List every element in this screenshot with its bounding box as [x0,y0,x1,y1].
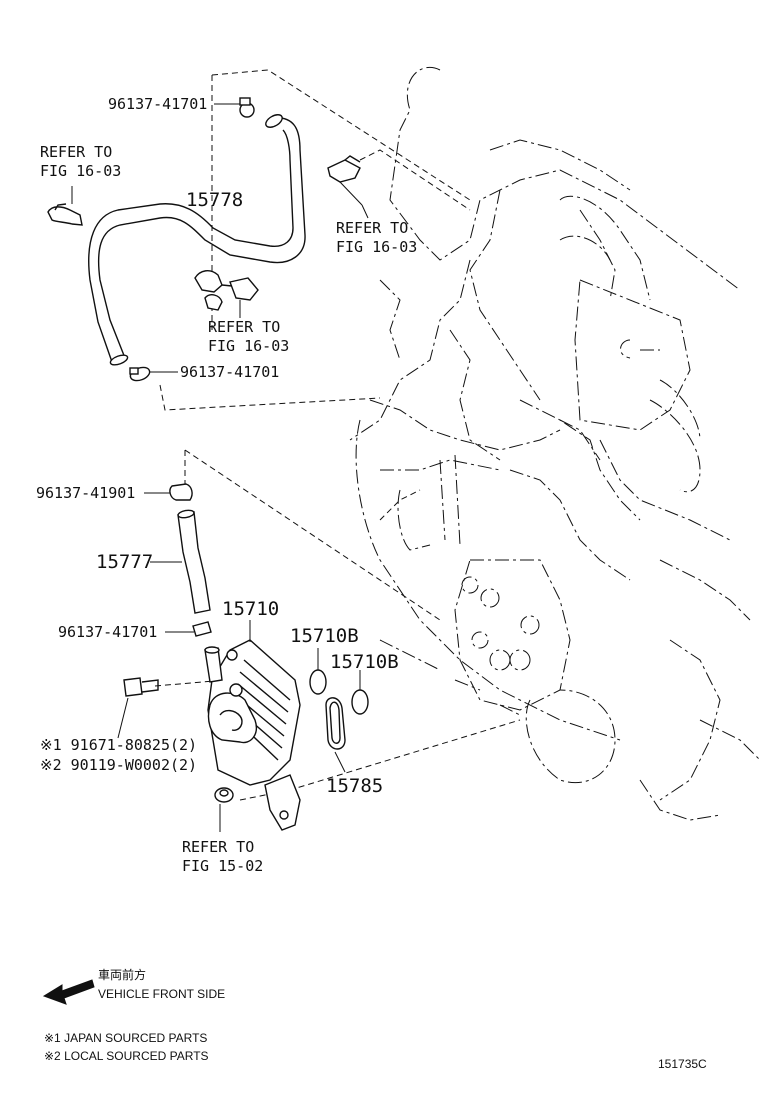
front-arrow-icon [42,979,95,1005]
label-clamp-low: 96137-41701 [58,623,157,641]
clamp-mid [129,366,151,382]
clamp-low [192,621,212,637]
hose-15777 [177,509,211,614]
label-oring-b: 15710B [330,651,399,673]
label-bolt-2: ※2 90119-W0002(2) [40,756,197,774]
clip-left [47,203,83,226]
label-bolt-1: ※1 91671-80825(2) [40,736,197,754]
label-oring-a: 15710B [290,625,359,647]
hose-15778 [88,114,306,366]
label-refer-mid-1: REFER TO [208,318,280,336]
diagram-code: 151735C [658,1057,707,1071]
label-cooler: 15710 [222,598,279,620]
label-refer-right-1: REFER TO [336,219,408,237]
label-refer-left-1: REFER TO [40,143,112,161]
label-refer-bottom-2: FIG 15-02 [182,857,263,875]
oil-cooler-15710 [204,639,301,831]
legend-note-1: ※1 JAPAN SOURCED PARTS [44,1031,207,1045]
engine-block-outline [349,66,760,821]
label-clamp-union: 96137-41901 [36,484,135,502]
engine-housing [454,559,616,784]
leader-lines [71,103,369,832]
label-clamp-mid: 96137-41701 [180,363,279,381]
label-hose-upper: 15778 [186,189,243,211]
bolt [123,677,159,697]
legend-front-en: VEHICLE FRONT SIDE [98,987,225,1001]
clamp-top [239,97,255,118]
legend-note-2: ※2 LOCAL SOURCED PARTS [44,1049,209,1063]
label-refer-right-2: FIG 16-03 [336,238,417,256]
label-refer-bottom-1: REFER TO [182,838,254,856]
clip-middle [194,270,259,311]
clip-right [327,155,361,183]
label-clamp-top: 96137-41701 [108,95,207,113]
label-gasket: 15785 [326,775,383,797]
label-hose-lower: 15777 [96,551,153,573]
o-rings [309,669,369,750]
label-refer-left-2: FIG 16-03 [40,162,121,180]
legend-front-jp: 車両前方 [98,967,146,982]
nut [214,787,234,803]
union-fitting [169,483,193,501]
label-refer-mid-2: FIG 16-03 [208,337,289,355]
